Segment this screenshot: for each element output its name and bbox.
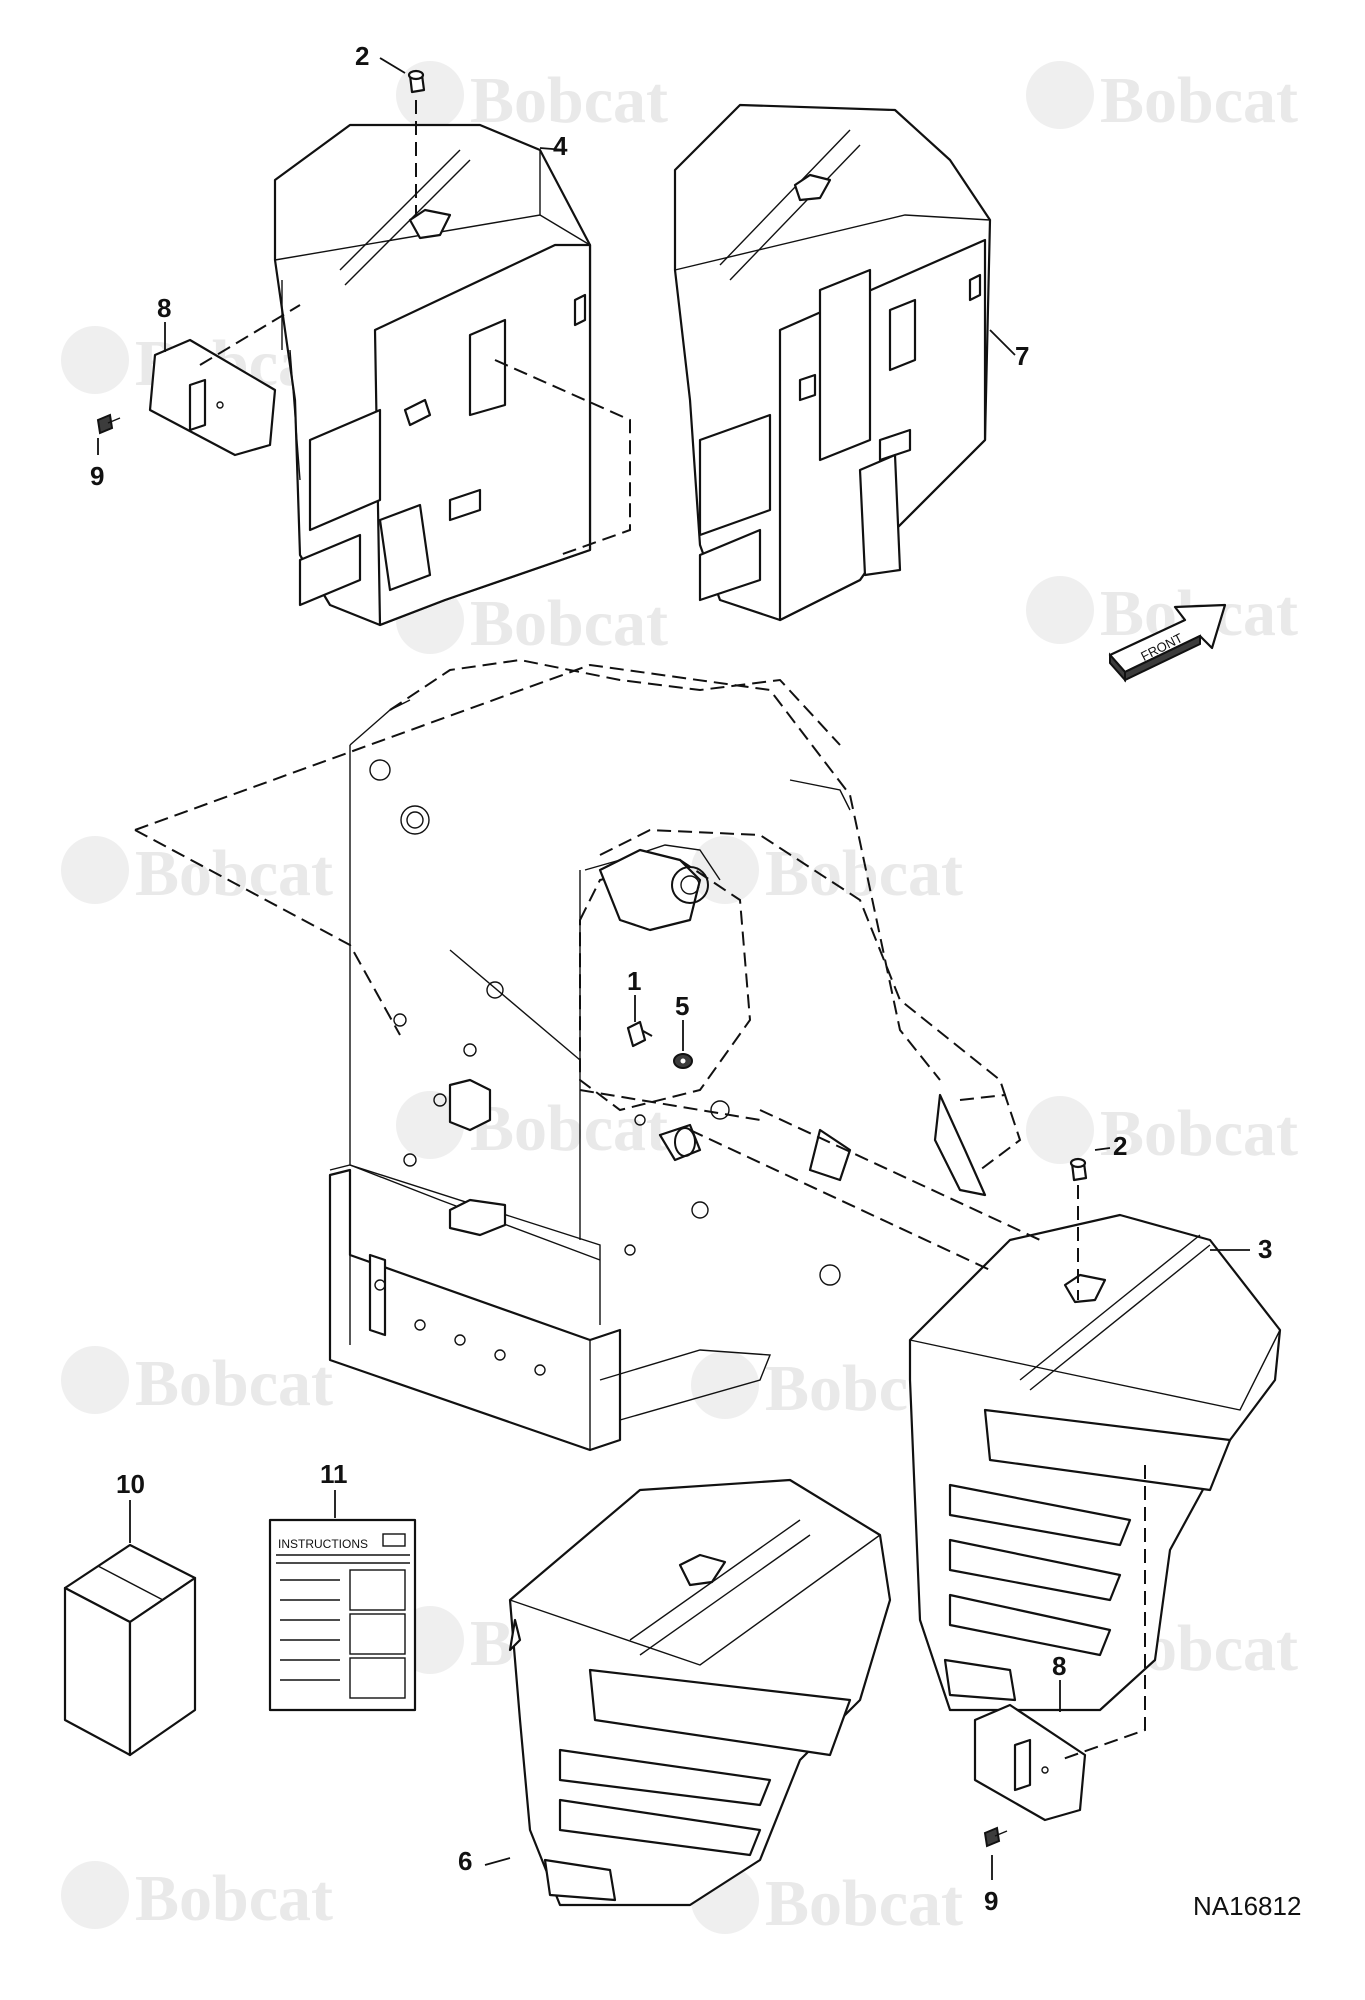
drawing-number: NA16812 <box>1193 1891 1301 1921</box>
part-5-washer <box>673 1053 693 1069</box>
bobcat-watermark: Bobcat <box>396 61 668 137</box>
callout-9-upper: 9 <box>90 461 104 491</box>
part-11-instructions-sheet: INSTRUCTIONS <box>268 1518 417 1712</box>
pin-boss <box>658 1123 702 1162</box>
callout-4: 4 <box>553 131 568 161</box>
callout-5: 5 <box>675 991 689 1021</box>
svg-text:Bobcat: Bobcat <box>470 64 668 137</box>
part-9-bolt-lower <box>983 1826 1008 1848</box>
part-1-bolt <box>626 1020 653 1048</box>
callout-6: 6 <box>458 1846 472 1876</box>
part-6-counterweight-cover-left <box>508 1478 892 1907</box>
callout-2-lower: 2 <box>1113 1131 1127 1161</box>
assembly-guide-lines <box>199 100 1146 1761</box>
svg-text:Bobcat: Bobcat <box>470 1092 668 1165</box>
svg-text:Bobcat: Bobcat <box>135 1347 333 1420</box>
callout-8-upper: 8 <box>157 293 171 323</box>
part-2-plug-upper <box>407 69 426 94</box>
part-7-counterweight-cover-front <box>673 103 992 622</box>
callout-leaders <box>97 57 1250 1880</box>
callout-11: 11 <box>320 1459 348 1489</box>
callout-3: 3 <box>1258 1234 1272 1264</box>
svg-text:Bobcat: Bobcat <box>470 587 668 660</box>
part-8-plate-upper <box>148 338 277 457</box>
part-4-counterweight-cover-rear <box>273 123 592 627</box>
svg-text:Bobcat: Bobcat <box>1100 1097 1298 1170</box>
machine-chassis-frame <box>134 658 1022 1452</box>
bobcat-watermark: Bobcat <box>61 836 333 910</box>
part-3-counterweight-cover-right <box>908 1213 1282 1712</box>
part-9-bolt-upper <box>96 413 121 435</box>
callout-2-upper: 2 <box>355 41 369 71</box>
callout-10: 10 <box>116 1469 145 1499</box>
callout-8-lower: 8 <box>1052 1651 1066 1681</box>
front-direction-arrow: FRONT <box>1108 603 1227 683</box>
part-10-box <box>63 1543 197 1757</box>
part-2-plug-lower <box>1069 1157 1088 1182</box>
bobcat-watermark: Bobcat <box>396 1091 668 1165</box>
callout-9-lower: 9 <box>984 1886 998 1916</box>
part-8-plate-lower <box>973 1703 1087 1822</box>
svg-text:Bobcat: Bobcat <box>1100 64 1298 137</box>
bobcat-watermark: Bobcat <box>1026 61 1298 137</box>
instructions-sheet-title: INSTRUCTIONS <box>278 1537 368 1551</box>
svg-text:Bobcat: Bobcat <box>765 1867 963 1940</box>
bobcat-watermark: Bobcat <box>61 1346 333 1420</box>
callout-7: 7 <box>1015 341 1029 371</box>
svg-text:Bobcat: Bobcat <box>135 1862 333 1935</box>
callout-1: 1 <box>627 966 641 996</box>
bobcat-watermark: Bobcat <box>1026 1096 1298 1170</box>
bobcat-watermark: Bobcat <box>691 836 963 910</box>
svg-text:Bobcat: Bobcat <box>135 837 333 910</box>
bobcat-watermark: Bobcat <box>61 1861 333 1935</box>
svg-text:Bobcat: Bobcat <box>765 837 963 910</box>
callout-labels: 2 4 8 9 7 1 5 2 3 10 11 8 6 9 <box>90 41 1272 1916</box>
bobcat-watermark: Bobcat <box>691 1866 963 1940</box>
